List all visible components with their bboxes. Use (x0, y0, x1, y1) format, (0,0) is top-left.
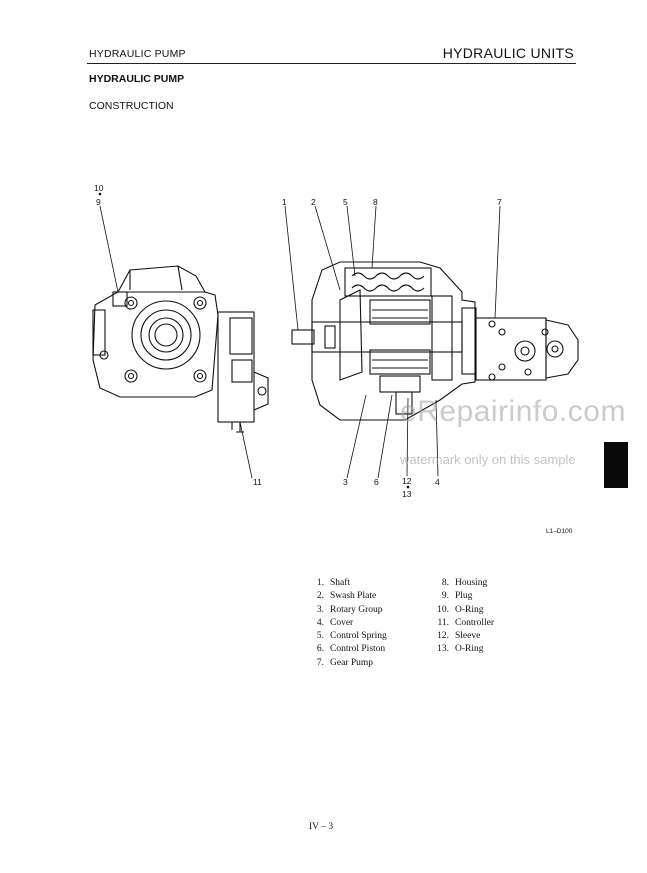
section-title: HYDRAULIC PUMP (89, 73, 185, 85)
header-rule (87, 63, 576, 64)
pump-end-view (92, 265, 269, 433)
callout-12: 12 (402, 476, 412, 486)
legend-item: 1.Shaft (316, 578, 351, 588)
callout-9: 9 (96, 197, 101, 207)
callout-2: 2 (311, 197, 316, 207)
legend-item: 6.Control Piston (316, 644, 386, 655)
callout-5: 5 (343, 197, 348, 207)
legend-item: 9.Plug (441, 591, 473, 602)
legend-item: 3.Rotary Group (316, 604, 383, 615)
callout-6: 6 (374, 477, 379, 487)
pump-section-view (291, 261, 579, 421)
legend-item: 7.Gear Pump (316, 657, 374, 668)
section-tab-marker (604, 442, 628, 488)
callout-dot (406, 485, 410, 489)
legend-item: 13.O-Ring (437, 644, 484, 655)
callout-numbers: 10 9 1 2 5 8 7 11 3 6 12 13 4 (94, 183, 502, 499)
legend-item: 8.Housing (441, 578, 488, 588)
legend-column-right: 8.Housing 9.Plug 10.O-Ring 11.Controller… (431, 577, 494, 657)
callout-7: 7 (497, 197, 502, 207)
subsection-title: CONSTRUCTION (89, 100, 174, 112)
legend-item: 12.Sleeve (437, 631, 481, 642)
callout-dot (98, 192, 102, 196)
running-header-right: HYDRAULIC UNITS (442, 45, 574, 61)
legend-item: 2.Swash Plate (316, 591, 377, 602)
callout-4: 4 (435, 477, 440, 487)
running-header-left: HYDRAULIC PUMP (89, 48, 186, 60)
figure-code: L1–D100 (546, 528, 573, 535)
callout-10: 10 (94, 183, 104, 193)
page-number: IV – 3 (309, 822, 334, 832)
callout-1: 1 (282, 197, 287, 207)
callout-13: 13 (402, 489, 412, 499)
legend-item: 4.Cover (316, 617, 354, 628)
legend-item: 5.Control Spring (316, 631, 387, 642)
legend-column-left: 1.Shaft 2.Swash Plate 3.Rotary Group 4.C… (312, 577, 387, 670)
callout-11: 11 (253, 477, 262, 487)
legend-item: 11.Controller (437, 617, 495, 628)
callout-8: 8 (373, 197, 378, 207)
legend-item: 10.O-Ring (437, 604, 484, 615)
callout-3: 3 (343, 477, 348, 487)
watermark-text: eRepairinfo.com (400, 395, 626, 428)
leader-lines (99, 205, 501, 479)
watermark-subtext: watermark only on this sample (400, 452, 576, 467)
